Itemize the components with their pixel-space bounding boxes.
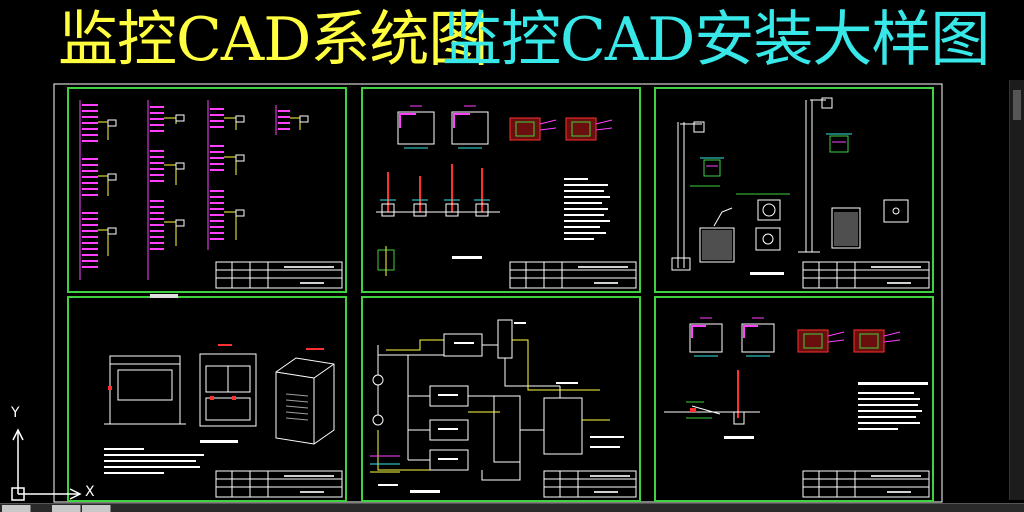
title-install-detail: 监控CAD安装大样图 (442, 5, 990, 75)
ucs-axis-icon (11, 428, 82, 501)
title-system-diagram: 监控CAD系统图 (58, 5, 488, 75)
model-tab[interactable] (2, 505, 31, 512)
sheet-camera-detail[interactable] (361, 87, 641, 293)
scrollbar-thumb[interactable] (1013, 90, 1021, 120)
sheet-cabinet-detail[interactable] (67, 294, 347, 502)
ucs-y-label: Y (11, 405, 20, 421)
sheet-wall-mount-detail[interactable] (654, 296, 934, 502)
layout2-tab[interactable] (82, 505, 111, 512)
drawing-title-banner: 监控CAD系统图 监控CAD安装大样图 (0, 0, 1024, 84)
sheet-pole-detail[interactable] (654, 87, 934, 293)
vertical-scrollbar[interactable] (1009, 80, 1024, 500)
layout1-tab[interactable] (52, 505, 81, 512)
sheet-power-schematic[interactable] (361, 296, 641, 502)
ucs-x-label: X (85, 484, 95, 500)
layout-tabs-strip[interactable] (0, 503, 1024, 512)
sheet-system-diagram[interactable] (67, 87, 347, 293)
